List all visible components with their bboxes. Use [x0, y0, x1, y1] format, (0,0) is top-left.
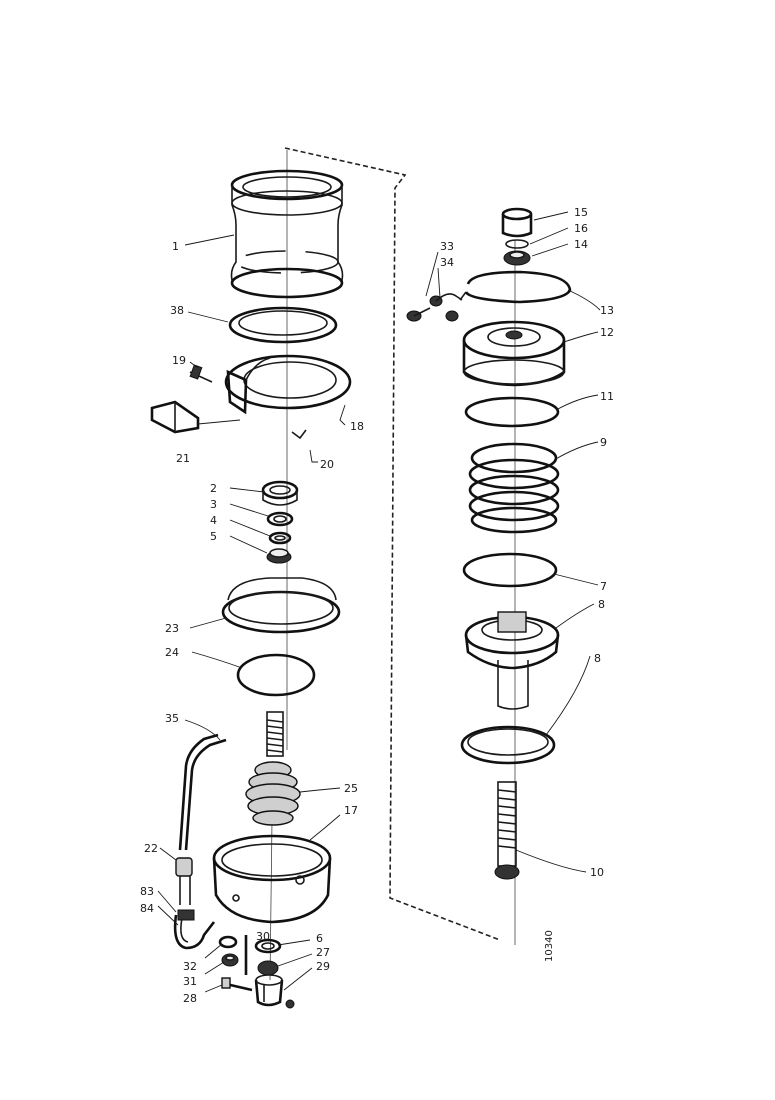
part-15-cap	[501, 207, 533, 238]
part-32-washer	[218, 935, 238, 949]
part-33-fitting	[406, 307, 431, 322]
part-34-fitting	[429, 293, 463, 322]
callout-24: 24	[165, 646, 179, 659]
callout-29: 29	[316, 960, 330, 973]
part-38-ring	[228, 306, 338, 344]
part-2-bushing	[261, 480, 299, 506]
callout-31: 31	[183, 975, 197, 988]
callout-18: 18	[350, 420, 364, 433]
leader-lines	[157, 211, 601, 993]
part-25-bellows	[245, 761, 301, 826]
part-11-ring	[464, 396, 560, 428]
callout-5: 5	[210, 530, 217, 543]
callout-25: 25	[344, 782, 358, 795]
part-21-clamp	[150, 400, 241, 434]
callout-8: 8	[598, 598, 605, 611]
part-27-nut	[257, 960, 279, 976]
callout-4: 4	[210, 514, 217, 527]
callout-11: 11	[600, 390, 614, 403]
callout-83: 83	[140, 885, 154, 898]
callout-6: 6	[316, 932, 323, 945]
callout-14: 14	[574, 238, 588, 251]
callout-30: 30	[256, 930, 270, 943]
part-3-washer	[266, 511, 294, 527]
callout-7: 7	[600, 580, 607, 593]
callout-21: 21	[176, 452, 190, 465]
callout-12: 12	[600, 326, 614, 339]
callout-2: 2	[210, 482, 217, 495]
part-20-pin	[291, 429, 307, 440]
callout-8b: 8	[594, 652, 601, 665]
callout-20: 20	[320, 458, 334, 471]
callout-22: 22	[144, 842, 158, 855]
part-14-nut	[503, 250, 531, 266]
part-23-dome-cover	[221, 577, 341, 634]
part-17-bowl	[212, 834, 332, 924]
drawing-number: 10340	[544, 930, 555, 962]
part-22-pipe-clamp	[175, 857, 193, 905]
part-7-ring	[462, 552, 558, 588]
callout-27: 27	[316, 946, 330, 959]
callout-15: 15	[574, 206, 588, 219]
callout-17: 17	[344, 804, 358, 817]
part-83-84-hose	[173, 909, 216, 950]
callout-35: 35	[165, 712, 179, 725]
part-9-spring	[468, 442, 560, 534]
part-31-nut	[221, 953, 239, 967]
callout-3: 3	[210, 498, 217, 511]
callout-38: 38	[170, 304, 184, 317]
part-18-mounting-ring	[224, 354, 352, 415]
part-28-screw	[221, 977, 253, 992]
callout-84: 84	[140, 902, 154, 915]
assembly-boundary-line	[284, 147, 501, 941]
callout-33: 33	[440, 240, 454, 253]
callout-19: 19	[172, 354, 186, 367]
part-10-long-bolt	[494, 781, 520, 880]
part-12-upper-housing	[462, 320, 566, 387]
callout-16: 16	[574, 222, 588, 235]
callout-1: 1	[172, 240, 179, 253]
callout-labels: 1 38 19 18 20 21 2 3 4 5 23 24 35 25 17 …	[140, 206, 614, 1005]
threaded-shaft	[266, 711, 284, 757]
callout-32: 32	[183, 960, 197, 973]
callout-34: 34	[440, 256, 454, 269]
part-13-snap-ring	[459, 270, 572, 304]
part-8-lower-ring	[460, 725, 556, 765]
left-lower-axis	[269, 819, 273, 981]
part-4-washer	[268, 531, 292, 545]
callout-9: 9	[600, 436, 607, 449]
part-35-pipe	[178, 733, 227, 851]
part-1-housing	[230, 169, 344, 299]
part-19-bolt	[189, 364, 213, 383]
part-24-disc	[236, 653, 316, 697]
part-16-seal	[505, 239, 529, 249]
callout-10: 10	[590, 866, 604, 879]
part-6-ring	[254, 938, 282, 954]
part-29-sleeve	[254, 974, 295, 1009]
callout-23: 23	[165, 622, 179, 635]
callout-13: 13	[600, 304, 614, 317]
part-6-piston-plate	[464, 611, 560, 710]
callout-28: 28	[183, 992, 197, 1005]
part-5-nut	[266, 548, 292, 564]
